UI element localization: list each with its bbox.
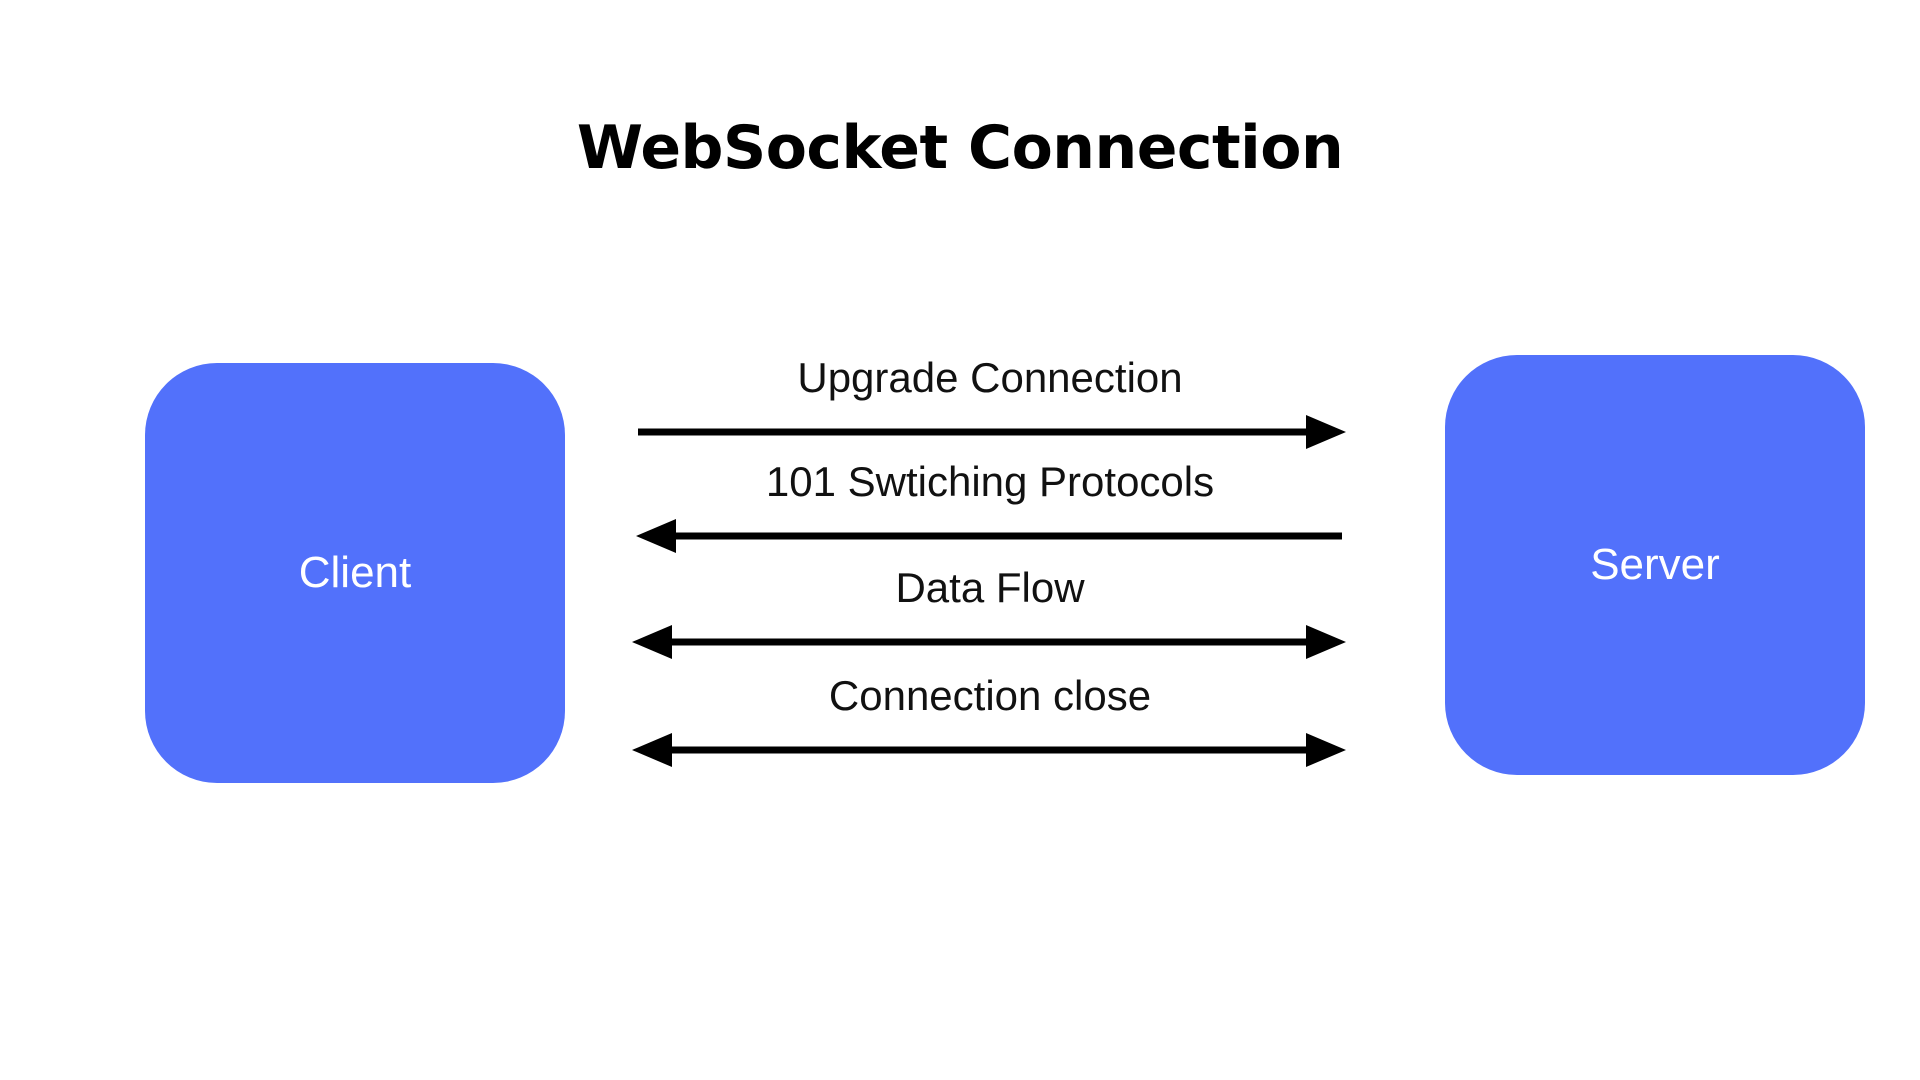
- node-client-label: Client: [298, 548, 412, 597]
- message-upgrade-connection[interactable]: Upgrade Connection: [630, 354, 1350, 450]
- arrow-left-icon: [636, 519, 1342, 553]
- message-101-switching-protocols[interactable]: 101 Swtiching Protocols: [630, 458, 1350, 554]
- message-label: Data Flow: [895, 564, 1085, 611]
- page-title: WebSocket Connection: [576, 113, 1344, 183]
- message-label: Upgrade Connection: [797, 354, 1183, 401]
- node-client[interactable]: Client: [145, 363, 565, 783]
- arrow-bidirectional-icon: [632, 733, 1346, 767]
- arrow-bidirectional-icon: [632, 625, 1346, 659]
- message-label: Connection close: [828, 672, 1152, 719]
- arrow-right-icon: [638, 415, 1346, 449]
- message-data-flow[interactable]: Data Flow: [630, 564, 1350, 660]
- message-connection-close[interactable]: Connection close: [630, 672, 1350, 768]
- message-label: 101 Swtiching Protocols: [765, 458, 1215, 505]
- node-server[interactable]: Server: [1445, 355, 1865, 775]
- node-server-label: Server: [1590, 540, 1720, 589]
